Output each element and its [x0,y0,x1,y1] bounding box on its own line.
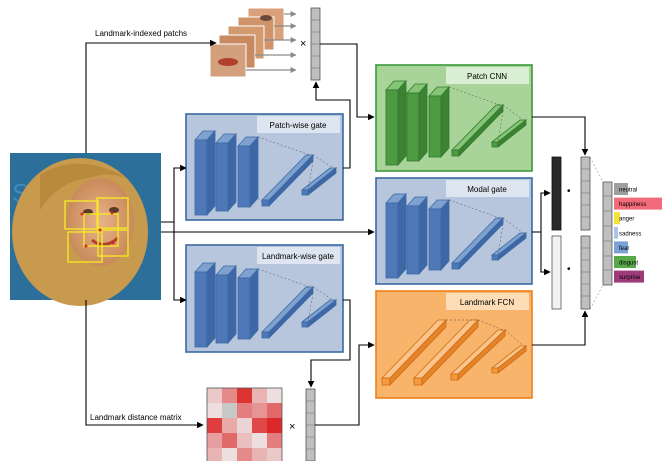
landmark-gate-vector [305,388,316,461]
patch-cnn-block [375,64,533,172]
distance-matrix-cell [237,448,252,461]
landmark-fcn-layers [381,319,528,386]
emotion-label-surprise: surprise [619,275,641,281]
patch-cnn-title: Patch CNN [467,72,507,81]
patch-wise-gate-title: Patch-wise gate [270,121,327,130]
patch-gate-layers [194,129,338,217]
emotion-bar-sadness [614,226,618,239]
distance-matrix-cell [207,403,222,418]
emotion-bar-happiness [614,197,662,210]
distance-matrix-cell [237,418,252,433]
emotion-classes: neutral happiness anger sadness fear disgust s… [614,183,662,283]
emotion-label-neutral: neutral [619,188,637,194]
output-vector [602,181,613,286]
distance-matrix-cell [222,433,237,448]
patch-cnn-layers [385,79,528,167]
patch-gate-vector [310,7,321,81]
distance-matrix-cell [222,418,237,433]
distance-matrix-cell [252,403,267,418]
distance-matrix-cell [237,388,252,403]
patch-wise-gate-block [185,113,344,221]
emotion-label-fear: fear [619,246,629,252]
patch-feature-vector [580,156,591,231]
distance-matrix-cell [252,433,267,448]
emotion-bar-neutral [614,183,628,195]
distance-matrix-cell [207,418,222,433]
distance-matrix-cell [267,403,282,418]
dot-product-top: • [567,186,571,197]
distance-matrix-cell [252,448,267,461]
emotion-bar-anger [614,212,620,225]
distance-matrix-cell [222,448,237,461]
connection-arrows [85,39,589,429]
distance-matrix-cell [222,403,237,418]
landmark-feature-vector [580,235,591,310]
modal-gate-layers [385,192,528,280]
distance-matrix-cell [252,418,267,433]
distance-matrix-cell [267,418,282,433]
multiply-symbol-bottom: × [289,421,295,433]
distance-matrix-cell [237,433,252,448]
patches-label: Landmark-indexed patchs [95,29,187,38]
distance-matrix-cell [267,448,282,461]
distance-matrix-cell [207,448,222,461]
distance-matrix-cell [237,403,252,418]
modal-gate-output-bottom [551,235,562,310]
landmark-distance-matrix [206,387,283,461]
emotion-label-happiness: happiness [619,202,646,208]
distance-matrix-cell [222,388,237,403]
modal-gate-title: Modal gate [467,185,507,194]
multiply-symbol-top: × [300,38,306,50]
fusion-dashes [589,156,604,310]
emotion-label-disgust: disgust [619,261,638,267]
distance-matrix-cell [267,433,282,448]
landmark-fcn-block [375,290,533,399]
emotion-bar-disgust [614,256,636,268]
distance-matrix-cell [252,388,267,403]
distance-matrix-cell [207,433,222,448]
modal-gate-block [375,177,533,285]
landmark-wise-gate-title: Landmark-wise gate [262,252,335,261]
landmark-gate-layers [194,261,338,349]
emotion-bar-surprise [614,270,644,283]
distance-matrix-cell [207,388,222,403]
input-face-image: S N [10,153,161,306]
distance-matrix-label: Landmark distance matrix [90,413,182,422]
distance-matrix-border [206,387,283,461]
dot-product-bottom: • [567,264,571,275]
landmark-fcn-title: Landmark FCN [460,298,514,307]
landmark-patches [209,7,297,78]
emotion-bar-fear [614,241,628,254]
modal-gate-output-top [551,156,562,231]
landmark-wise-gate-block [185,244,344,353]
distance-matrix-cell [267,388,282,403]
emotion-label-sadness: sadness [619,231,641,237]
emotion-label-anger: anger [619,217,634,223]
